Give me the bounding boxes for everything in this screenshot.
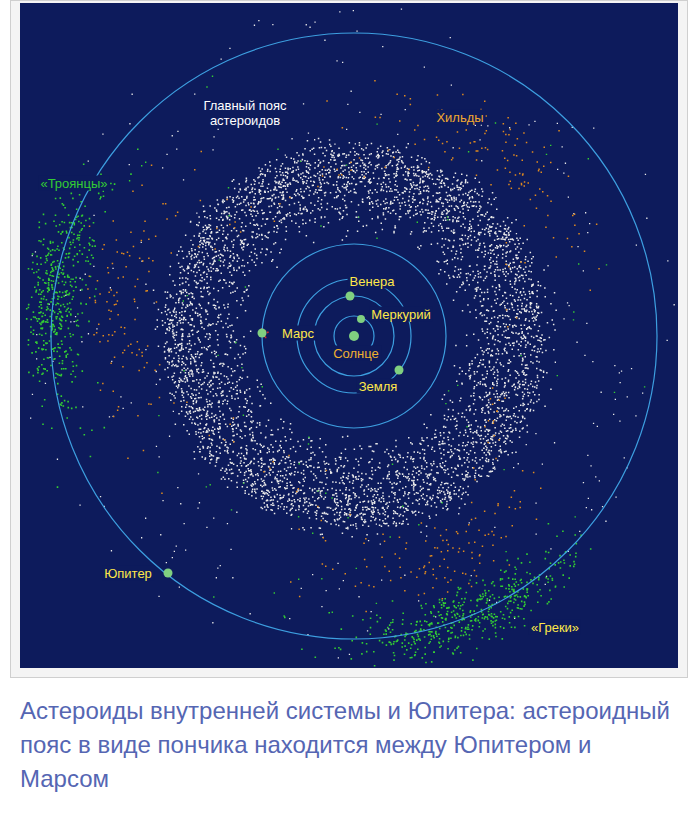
group-label: «Троянцы» [38,176,109,191]
mars-dot [258,329,267,338]
mars-orbit [262,244,446,428]
venus-dot [346,292,355,301]
planets [164,292,404,578]
figure-caption: Астероиды внутренней системы и Юпитера: … [20,694,685,796]
jupiter-dot [164,569,173,578]
belt-label: Главный пояс астероидов [197,98,293,128]
group-label: Хильды [434,110,485,125]
mercury-dot [357,315,365,323]
planet-label: Венера [348,274,397,289]
orbits [51,33,657,639]
planet-label: Юпитер [102,566,154,581]
group-label: «Греки» [529,620,581,635]
planet-label: Земля [357,379,400,394]
asteroid-dots [26,8,675,666]
space-background [20,3,678,668]
star-label: Солнце [331,346,381,361]
asteroid-points [87,80,600,612]
planet-label: Марс [280,326,316,341]
jupiter-orbit [51,33,657,639]
planet-label: Меркурий [369,307,432,322]
sun-dot [349,331,359,341]
asteroid-points [30,8,675,658]
earth-dot [395,366,404,375]
asteroid-points [26,76,645,667]
